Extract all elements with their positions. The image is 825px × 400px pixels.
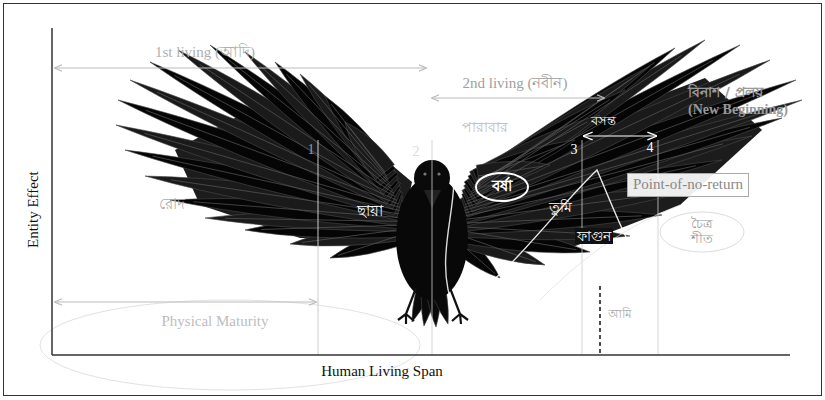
wing-feather: [325, 96, 395, 182]
raven-illustration: [116, 40, 802, 327]
stage-guide: [432, 140, 433, 355]
feather-shaft: [309, 85, 388, 180]
white-curve: [540, 205, 680, 300]
y-axis: [51, 28, 53, 355]
feather-shaft: [459, 193, 669, 220]
feather-shaft: [260, 65, 391, 186]
raven-eye: [423, 172, 426, 175]
box-outline: [628, 174, 749, 197]
white-curve: [446, 150, 455, 312]
wing-feather: [245, 52, 398, 194]
callout-number: 1: [308, 142, 315, 158]
phase-label: বিনাশ / প্রলয়: [688, 84, 763, 100]
node-label: বর্ষা: [492, 178, 512, 195]
raven-eye: [437, 172, 440, 175]
peak-curve: [470, 170, 642, 300]
span-label: 1st living (আদি): [155, 44, 255, 61]
axis-title: Entity Effect: [24, 172, 41, 249]
feather-shaft: [349, 127, 385, 172]
feather-shaft: [464, 111, 768, 208]
dashed-marker: [599, 286, 601, 355]
season-ellipse: চৈত্র শীত: [659, 211, 745, 253]
callout-number: 3: [571, 142, 578, 158]
feather-shaft: [146, 110, 398, 203]
feather-shaft: [331, 104, 386, 176]
raven-leg: [398, 288, 416, 324]
span-arrow: [55, 302, 316, 303]
feather-shaft: [455, 230, 577, 250]
wing-feather: [300, 74, 396, 185]
season-label: রোদ: [159, 196, 185, 213]
x-axis: [52, 354, 790, 356]
threshold-box: Point-of-no-return: [627, 173, 749, 197]
span-label: Physical Maturity: [161, 313, 268, 330]
season-label: ফাগুন: [575, 228, 613, 244]
feather-shaft: [200, 64, 394, 193]
callout-number: 2: [413, 144, 420, 160]
season-label: পারাবার: [462, 119, 508, 135]
span-arrow: [55, 68, 426, 69]
feather-shaft: [463, 127, 750, 210]
feather-shaft: [261, 225, 407, 230]
stage-guide: [318, 140, 319, 355]
season-label: তুমি: [549, 199, 572, 215]
span-arrow: [432, 98, 604, 99]
feather-shaft: [175, 75, 396, 196]
span-label: 2nd living (নবীন): [463, 75, 568, 92]
feather-shaft: [286, 74, 389, 183]
node-label: Point-of-no-return: [633, 176, 743, 193]
season-label: আমি: [608, 308, 632, 322]
phase-label: (New Beginning): [688, 102, 788, 118]
season-label: ছায়া: [357, 203, 383, 220]
figure-frame: [4, 4, 822, 396]
wing-feather: [473, 140, 575, 188]
season-label: বসন্ত: [591, 114, 616, 129]
ellipse-outline: [476, 173, 528, 201]
feather-shaft: [228, 59, 392, 189]
ellipse-outline: [660, 212, 744, 252]
stage-guide: [582, 140, 583, 355]
axis-title: Human Living Span: [321, 363, 443, 380]
season-ellipse: বর্ষা: [474, 171, 530, 203]
node-label: চৈত্র শীত: [685, 217, 719, 247]
span-arrow: [584, 135, 656, 136]
stage-guide: [658, 140, 659, 355]
callout-number: 4: [647, 140, 654, 156]
